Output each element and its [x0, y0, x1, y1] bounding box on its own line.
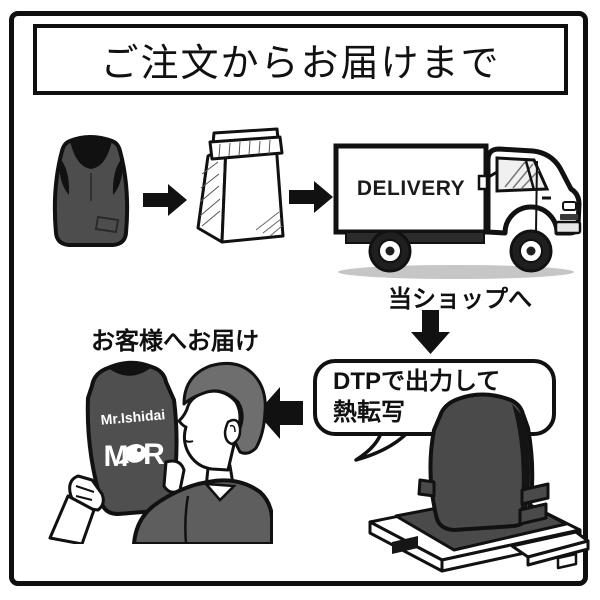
vest-logo-right: R	[143, 438, 165, 471]
arrow-right-icon	[143, 184, 187, 216]
customer-ear	[223, 418, 242, 446]
arrow-left-icon	[257, 387, 303, 439]
press-tray-lip	[526, 539, 590, 567]
bubble-line-1: DTPで出力して	[333, 368, 501, 395]
heat-press-icon	[368, 392, 590, 573]
press-vest-left-tab	[417, 478, 436, 498]
ear-detail	[229, 424, 236, 433]
customer-face	[177, 389, 242, 472]
press-vest-strap-2	[518, 502, 548, 526]
window-divider	[524, 160, 536, 191]
vest-pocket	[94, 215, 120, 234]
grille	[560, 214, 578, 220]
truck-chassis	[345, 231, 485, 244]
vest-neck-hole	[70, 137, 112, 169]
bag-front-hatching	[255, 211, 283, 237]
front-wheel	[509, 229, 553, 273]
printed-vest-neck	[108, 362, 152, 376]
jacket-seam	[184, 495, 190, 544]
truck-windshield	[495, 156, 550, 193]
side-mirror	[477, 174, 489, 191]
vest-logo-left: M	[104, 440, 129, 473]
bag-fold-band	[208, 135, 284, 161]
press-tray-tab	[556, 552, 578, 570]
door-seam	[535, 160, 538, 233]
page-title-text: ご注文からお届けまで	[100, 43, 501, 85]
to-shop-caption: 当ショップへ	[388, 286, 532, 313]
truck-cargo-box	[333, 143, 489, 235]
arrow-down-icon	[411, 310, 450, 354]
page-title: ご注文からお届けまで	[33, 24, 568, 95]
bubble-line-2: 熱転写	[333, 399, 405, 427]
vest-print-name: Mr.Ishidai	[100, 406, 166, 428]
press-vest-strap-1	[520, 482, 550, 506]
left-hand-fingers	[75, 485, 95, 501]
customer-jacket	[132, 478, 273, 544]
arrow-right-icon	[289, 181, 333, 213]
shirt-collar	[203, 482, 237, 502]
vest-armhole-right	[112, 157, 124, 195]
fish-emblem	[116, 444, 147, 464]
press-foot	[392, 536, 418, 554]
press-vest-body	[428, 392, 535, 532]
outer-border	[9, 11, 588, 586]
mirror-arm	[486, 170, 498, 180]
customer-right-hand	[162, 459, 186, 494]
bag-fold-hatching	[218, 139, 271, 158]
paper-bag-icon	[196, 127, 285, 244]
customer-mouth	[183, 439, 194, 443]
bumper	[554, 220, 582, 235]
customer-icon: Mr.Ishidai M R	[48, 360, 273, 544]
blank-vest-icon	[52, 135, 130, 247]
rear-wheel	[368, 229, 412, 273]
to-customer-caption: お客様へお届け	[91, 328, 259, 355]
truck-delivery-label: DELIVERY	[357, 177, 465, 200]
delivery-truck-icon: DELIVERY	[333, 143, 582, 279]
customer-left-arm	[48, 494, 96, 544]
headlight	[562, 201, 577, 211]
speech-bubble-tail	[354, 430, 412, 462]
customer-hair	[182, 362, 267, 455]
bag-side-hatching	[199, 161, 221, 227]
vest-armhole-left	[58, 157, 70, 195]
